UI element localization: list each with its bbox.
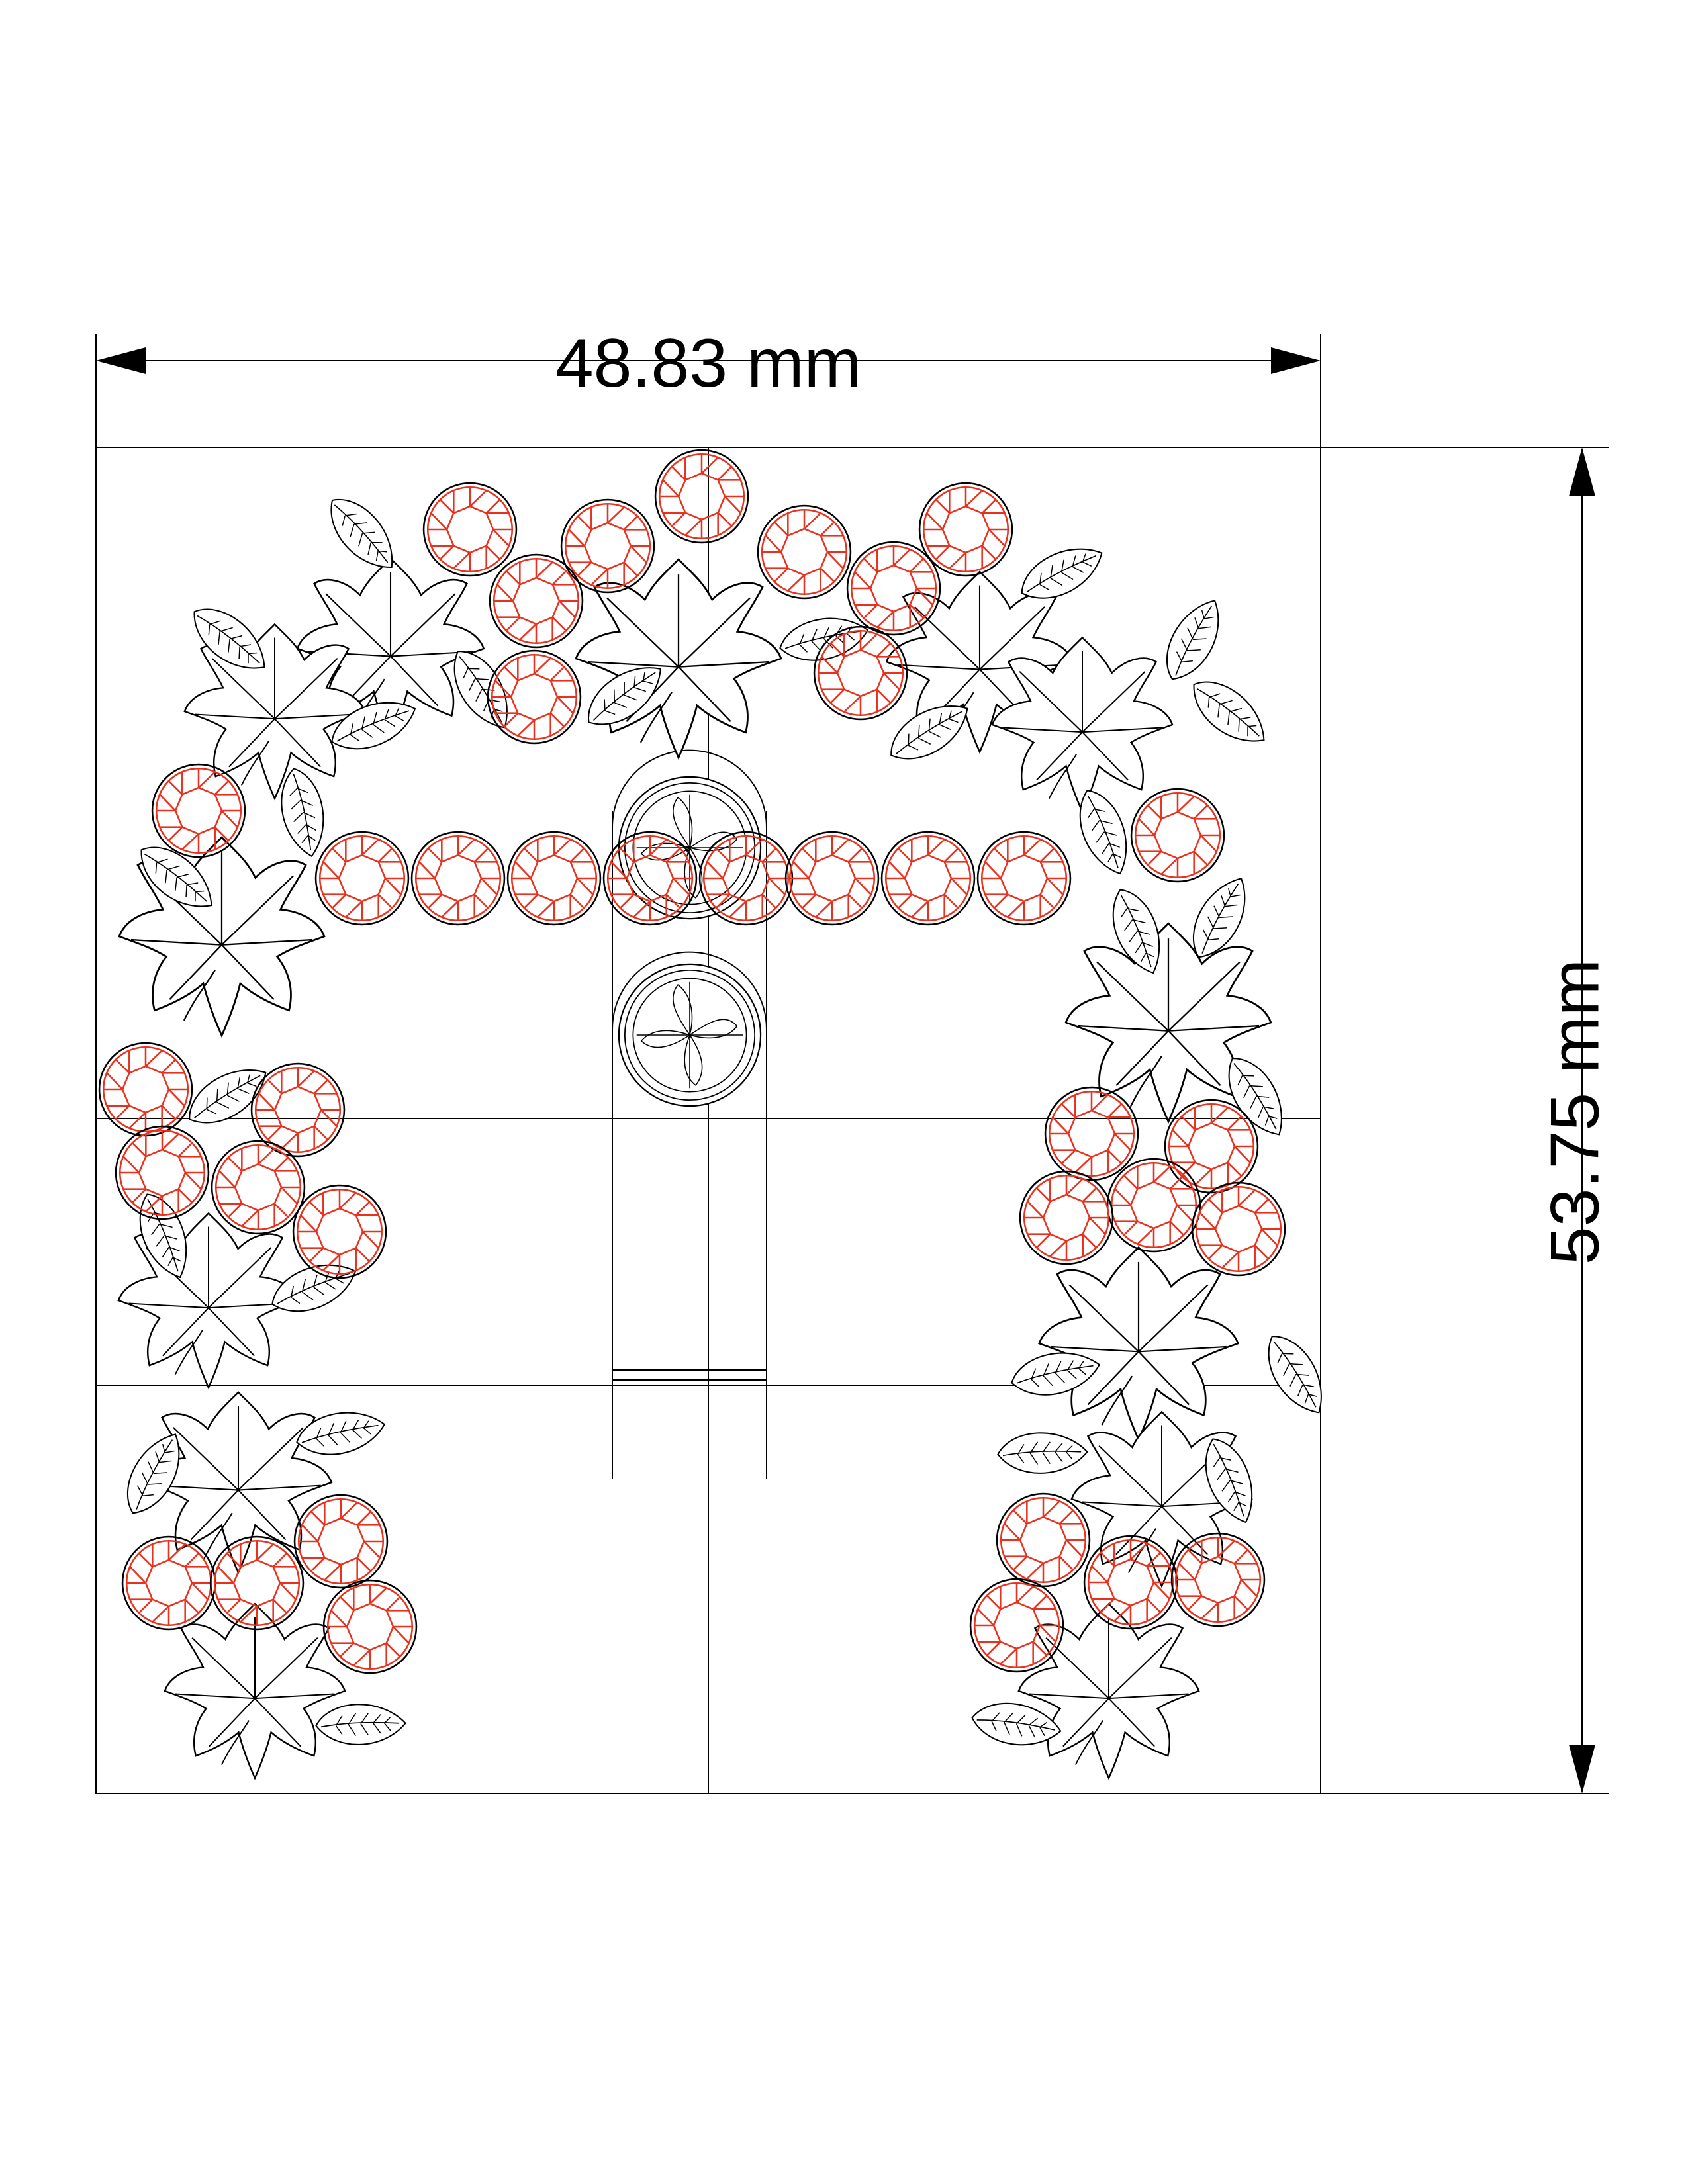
height-dimension-line: [1569, 447, 1595, 1794]
construction-lines: [95, 334, 1609, 1794]
width-dimension-label: 48.83 mm: [555, 325, 862, 402]
medallions: [618, 776, 762, 1107]
width-dimension-line: [96, 347, 1321, 374]
height-dimension-label: 53.75 mm: [1536, 958, 1614, 1265]
